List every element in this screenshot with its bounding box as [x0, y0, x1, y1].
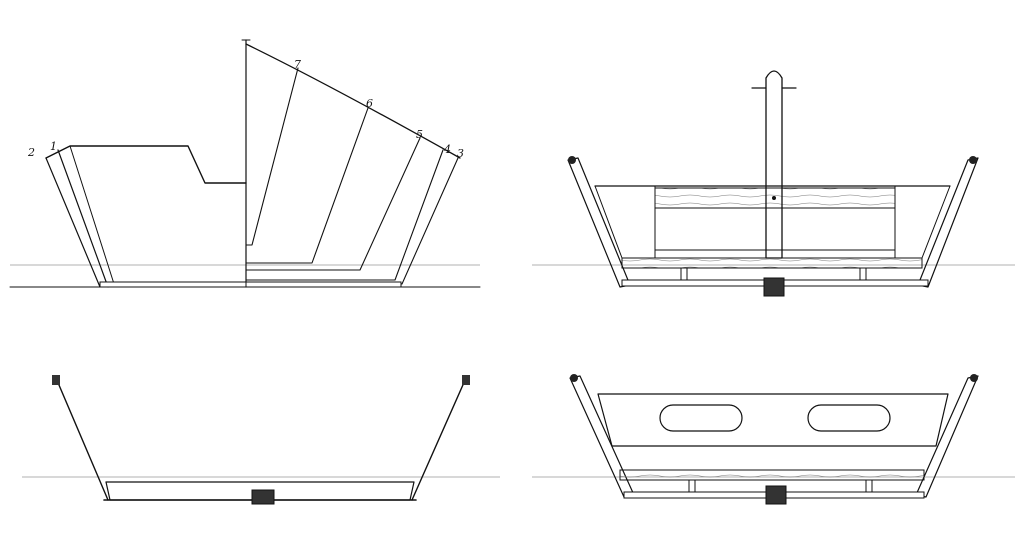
mast-section-view: [532, 70, 1015, 297]
station-line-5: [245, 137, 421, 271]
keel-block-right: [245, 281, 402, 288]
station-label-3: 3: [457, 147, 464, 160]
bare-hull-section-view: [22, 375, 500, 505]
body-plan-view: 2 1 7 6 5 4 3: [9, 39, 481, 288]
thwart-section-view: [532, 374, 1015, 505]
handhold-right: [807, 404, 891, 432]
keel-top: [763, 277, 785, 297]
hull-plank-left: [55, 377, 109, 501]
sheer-line: [245, 43, 461, 159]
station-label-6: 6: [366, 97, 373, 110]
station-label-4: 4: [443, 143, 451, 156]
side-block-right: [894, 185, 951, 259]
hull-side-right: [917, 157, 979, 288]
station-label-1: 1: [50, 140, 57, 153]
station-label-5: 5: [416, 128, 423, 141]
transom-outline: [45, 145, 247, 184]
handhold-left: [659, 404, 743, 432]
hull-side-left: [567, 157, 631, 288]
keel-bottom-left: [251, 489, 275, 505]
station-label-2: 2: [27, 146, 35, 159]
mast: [765, 70, 783, 259]
keel-block-left: [99, 281, 247, 288]
station-outline-2: [45, 157, 101, 288]
backrest-board: [597, 393, 949, 447]
floor-boards: [621, 257, 923, 269]
hull-plank-right: [411, 377, 467, 501]
seat-board: [619, 469, 925, 481]
station-outline-1: [57, 149, 109, 288]
station-label-7: 7: [294, 58, 301, 71]
station-line-4: [245, 149, 444, 281]
station-line-7: [245, 67, 299, 246]
keel-bottom-right: [765, 485, 787, 505]
station-line-6: [245, 107, 369, 264]
